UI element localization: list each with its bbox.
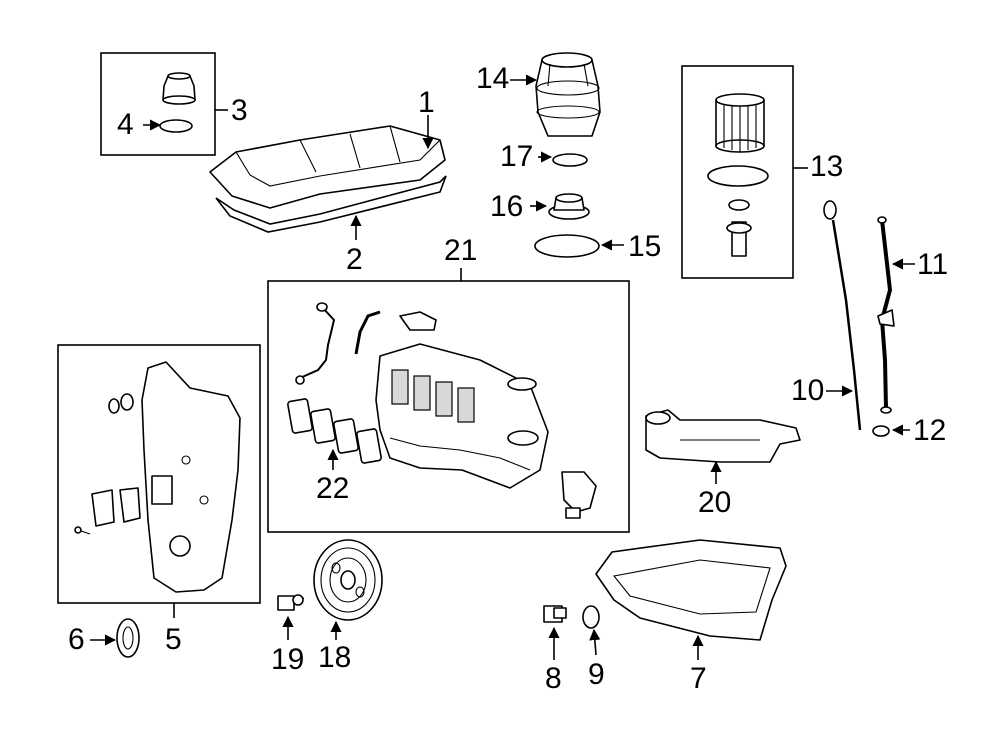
- timing-cover-seals-part: [74, 393, 141, 535]
- callout-18: 18: [318, 641, 352, 674]
- oil-dipstick-part: [823, 200, 862, 431]
- callout-2: 2: [346, 243, 363, 276]
- pulley-bolt-part: [277, 594, 305, 611]
- oil-filler-cap-part: [162, 72, 196, 105]
- filter-cap-o-ring-part: [552, 153, 588, 167]
- timing-cover-group-box: [57, 344, 261, 604]
- oil-strainer-part: [645, 409, 801, 463]
- oil-filter-element-group-box: [681, 65, 794, 279]
- callout-5: 5: [165, 623, 182, 656]
- callout-8: 8: [545, 662, 562, 695]
- oil-cap-gasket-part: [159, 119, 193, 133]
- callout-6: 6: [68, 623, 85, 656]
- callout-22: 22: [316, 472, 350, 505]
- callout-20: 20: [698, 486, 732, 519]
- timing-cover-part: [141, 361, 241, 593]
- crankshaft-pulley-part: [313, 539, 383, 621]
- intake-hoses-part: [295, 302, 437, 385]
- filter-housing-o-ring-part: [534, 234, 600, 258]
- oil-pan-part: [595, 539, 787, 641]
- callout-1: 1: [418, 86, 435, 119]
- drain-plug-gasket-part: [582, 605, 600, 629]
- callout-19: 19: [271, 643, 305, 676]
- dipstick-tube-part: [877, 216, 895, 414]
- oil-filter-cap-part: [535, 52, 601, 137]
- oil-filter-element-part: [715, 93, 765, 153]
- front-crank-seal-part: [116, 618, 140, 658]
- callout-13: 13: [810, 150, 844, 183]
- filter-drain-plug-part: [548, 193, 590, 220]
- throttle-sensor-part: [561, 471, 597, 519]
- callout-12: 12: [913, 414, 947, 447]
- filter-element-small-ring-part: [728, 199, 750, 211]
- callout-14: 14: [476, 62, 510, 95]
- intake-manifold-group-box: [267, 280, 630, 533]
- callout-3: 3: [231, 94, 248, 127]
- callout-21: 21: [444, 234, 478, 267]
- callout-7: 7: [690, 662, 707, 695]
- intake-gaskets-part: [287, 398, 382, 464]
- valve-cover-gasket-part: [215, 175, 447, 233]
- callout-16: 16: [490, 190, 524, 223]
- callout-10: 10: [791, 374, 825, 407]
- callout-11: 11: [917, 248, 949, 281]
- oil-cap-group-box: [100, 52, 216, 156]
- filter-element-o-ring-part: [707, 165, 769, 187]
- callout-9: 9: [588, 658, 605, 691]
- callout-4: 4: [117, 108, 134, 141]
- oil-drain-plug-part: [543, 605, 567, 623]
- valve-cover-part: [209, 125, 446, 209]
- intake-manifold-part: [375, 343, 549, 489]
- dipstick-tube-o-ring-part: [872, 425, 890, 437]
- filter-drain-valve-part: [726, 221, 752, 257]
- callout-17: 17: [500, 140, 534, 173]
- callout-15: 15: [628, 230, 662, 263]
